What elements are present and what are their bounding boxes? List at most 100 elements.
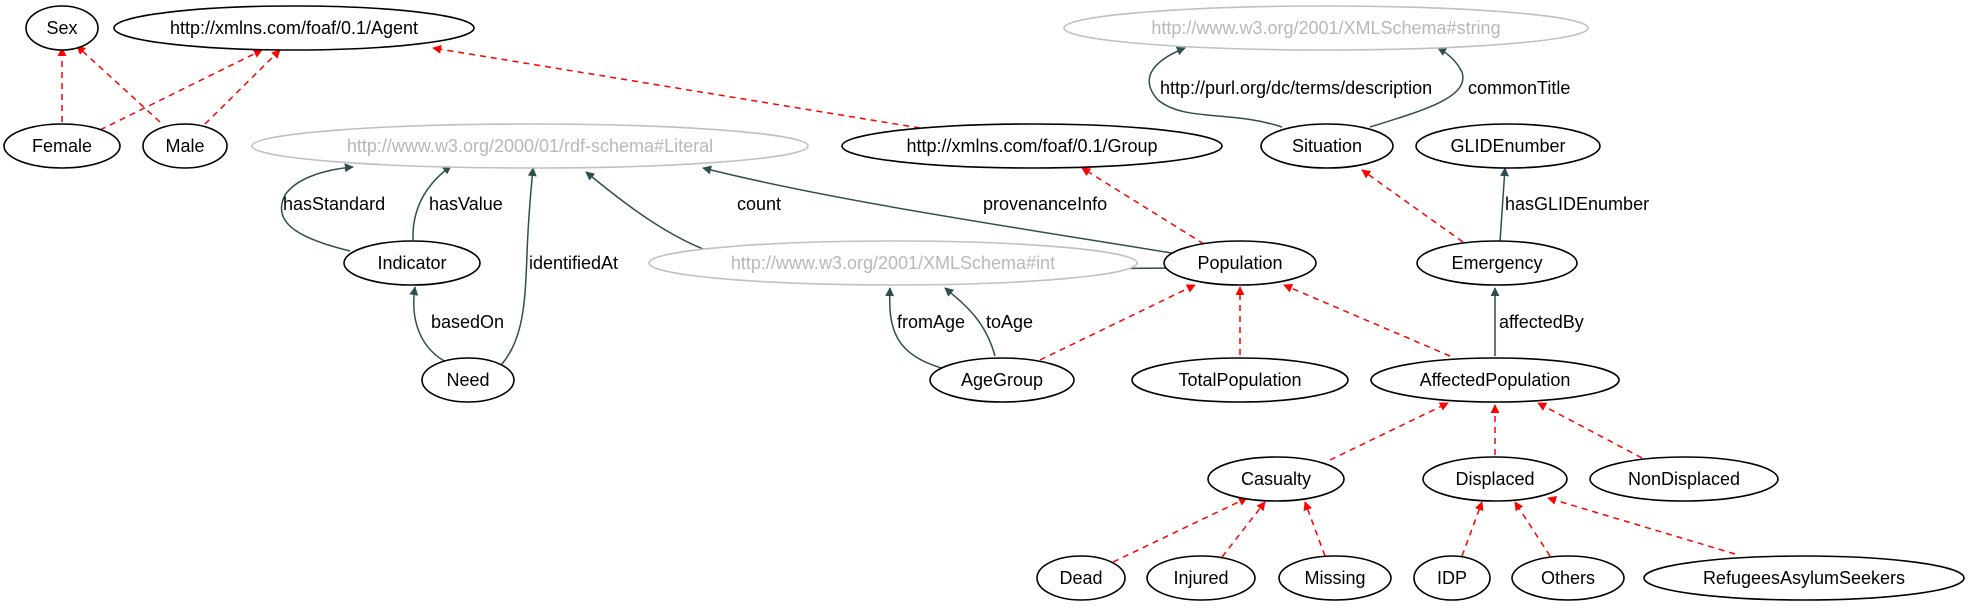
edge-group-agent: [432, 44, 921, 129]
node-affected-shape: [1370, 357, 1620, 403]
edge-refugees-displaced: [1547, 496, 1736, 555]
edge-affected-population: [1283, 284, 1451, 357]
node-affected[interactable]: AffectedPopulation: [1370, 357, 1620, 403]
node-need-label: Need: [446, 370, 489, 390]
node-female-shape: [3, 123, 121, 169]
node-female[interactable]: Female: [3, 123, 121, 169]
node-idp-shape: [1413, 555, 1491, 601]
node-injured[interactable]: Injured: [1146, 555, 1256, 601]
node-indicator[interactable]: Indicator: [343, 240, 481, 286]
node-male-shape: [142, 123, 228, 169]
edge-label-description: http://purl.org/dc/terms/description: [1160, 78, 1432, 98]
edge-male-agent: [204, 49, 281, 125]
edge-others-displaced: [1514, 501, 1551, 557]
edge-need-indicator-basedon: [409, 286, 451, 365]
edge-emergency-situation: [1361, 169, 1464, 243]
node-situation-label: Situation: [1292, 136, 1362, 156]
node-displaced[interactable]: Displaced: [1422, 456, 1568, 502]
node-others[interactable]: Others: [1511, 555, 1625, 601]
node-dead-shape: [1036, 555, 1126, 601]
node-glid-label: GLIDEnumber: [1450, 136, 1565, 156]
node-indicator-label: Indicator: [377, 253, 446, 273]
edge-label-hasvalue: hasValue: [429, 194, 503, 214]
node-nondisplaced[interactable]: NonDisplaced: [1589, 456, 1779, 502]
edge-situation-string-description: [1148, 46, 1283, 128]
node-population-shape: [1163, 240, 1317, 286]
node-casualty-shape: [1207, 456, 1345, 502]
edge-injured-casualty: [1221, 501, 1266, 558]
node-emergency[interactable]: Emergency: [1416, 240, 1578, 286]
node-female-label: Female: [32, 136, 92, 156]
node-situation[interactable]: Situation: [1260, 123, 1394, 169]
node-population-label: Population: [1197, 253, 1282, 273]
node-xsdint-shape: [648, 240, 1138, 286]
edge-label-hasstandard: hasStandard: [283, 194, 385, 214]
node-dead-label: Dead: [1059, 568, 1102, 588]
node-literal-label: http://www.w3.org/2000/01/rdf-schema#Lit…: [347, 136, 713, 156]
edge-label-commontitle: commonTitle: [1468, 78, 1570, 98]
node-literal-shape: [251, 123, 809, 169]
node-affected-label: AffectedPopulation: [1420, 370, 1571, 390]
edge-missing-casualty: [1303, 501, 1326, 557]
edge-indicator-literal-hasvalue: [412, 165, 452, 241]
node-xsdint-label: http://www.w3.org/2001/XMLSchema#int: [731, 253, 1055, 273]
node-displaced-label: Displaced: [1455, 469, 1534, 489]
edge-male-sex: [76, 45, 161, 123]
node-missing-shape: [1278, 555, 1392, 601]
node-need-shape: [421, 357, 515, 403]
node-indicator-shape: [343, 240, 481, 286]
edge-label-provenanceinfo: provenanceInfo: [983, 194, 1107, 214]
edge-label-hasglidenumber: hasGLIDEnumber: [1505, 194, 1649, 214]
node-refugees[interactable]: RefugeesAsylumSeekers: [1643, 555, 1965, 601]
edge-label-affectedby: affectedBy: [1499, 312, 1584, 332]
node-displaced-shape: [1422, 456, 1568, 502]
node-sex-label: Sex: [46, 18, 77, 38]
node-male-label: Male: [165, 136, 204, 156]
node-xsdint[interactable]: http://www.w3.org/2001/XMLSchema#int: [648, 240, 1138, 286]
node-others-shape: [1511, 555, 1625, 601]
edge-label-identifiedat: identifiedAt: [529, 253, 618, 273]
edge-indicator-literal-hasstandard: [280, 163, 354, 252]
node-string-label: http://www.w3.org/2001/XMLSchema#string: [1151, 18, 1500, 38]
edge-need-literal-identifiedat: [489, 167, 537, 376]
node-string[interactable]: http://www.w3.org/2001/XMLSchema#string: [1063, 5, 1589, 51]
node-emergency-label: Emergency: [1451, 253, 1542, 273]
edge-label-count: count: [737, 194, 781, 214]
node-literal[interactable]: http://www.w3.org/2000/01/rdf-schema#Lit…: [251, 123, 809, 169]
node-idp-label: IDP: [1437, 568, 1467, 588]
node-injured-label: Injured: [1173, 568, 1228, 588]
edge-situation-string-commontitle: [1369, 47, 1464, 128]
node-nondisplaced-label: NonDisplaced: [1628, 469, 1740, 489]
node-male[interactable]: Male: [142, 123, 228, 169]
edge-idp-displaced: [1461, 501, 1484, 557]
edge-emergency-glid-hasglidenumber: [1499, 167, 1509, 243]
node-sex[interactable]: Sex: [25, 5, 99, 51]
node-idp[interactable]: IDP: [1413, 555, 1491, 601]
edge-label-toage: toAge: [986, 312, 1033, 332]
node-totalpop[interactable]: TotalPopulation: [1131, 357, 1349, 403]
node-refugees-label: RefugeesAsylumSeekers: [1703, 568, 1905, 588]
node-sex-shape: [25, 5, 99, 51]
node-dead[interactable]: Dead: [1036, 555, 1126, 601]
node-totalpop-shape: [1131, 357, 1349, 403]
node-group[interactable]: http://xmlns.com/foaf/0.1/Group: [841, 123, 1223, 169]
node-agent-label: http://xmlns.com/foaf/0.1/Agent: [170, 18, 418, 38]
edge-dead-casualty: [1112, 497, 1248, 563]
node-agent-shape: [113, 5, 475, 51]
node-glid-shape: [1415, 123, 1601, 169]
edge-population-group: [1081, 167, 1205, 245]
node-casualty[interactable]: Casualty: [1207, 456, 1345, 502]
node-missing[interactable]: Missing: [1278, 555, 1392, 601]
edge-female-agent: [99, 49, 263, 131]
node-need[interactable]: Need: [421, 357, 515, 403]
edge-agegroup-xsdint-toage: [944, 287, 996, 357]
node-glid[interactable]: GLIDEnumber: [1415, 123, 1601, 169]
node-population[interactable]: Population: [1163, 240, 1317, 286]
node-agegroup[interactable]: AgeGroup: [929, 357, 1075, 403]
node-agent[interactable]: http://xmlns.com/foaf/0.1/Agent: [113, 5, 475, 51]
node-group-label: http://xmlns.com/foaf/0.1/Group: [906, 136, 1157, 156]
node-agegroup-label: AgeGroup: [961, 370, 1043, 390]
node-injured-shape: [1146, 555, 1256, 601]
node-nondisplaced-shape: [1589, 456, 1779, 502]
